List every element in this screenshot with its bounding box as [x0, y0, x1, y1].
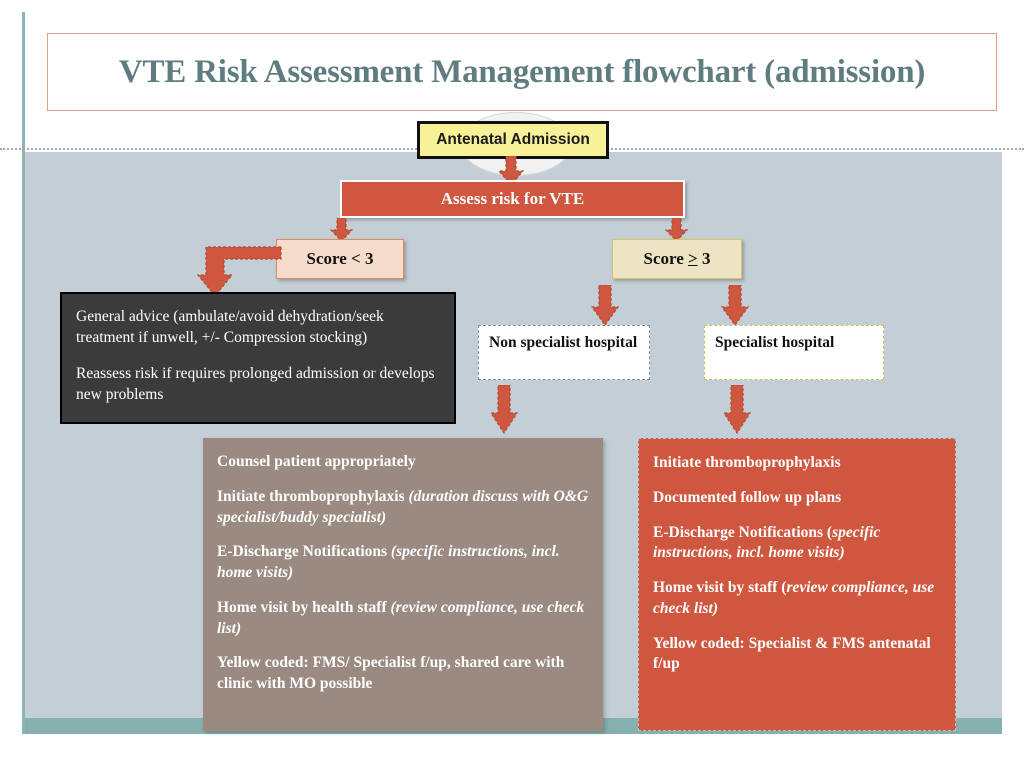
specialist-action-2: Documented follow up plans	[653, 488, 842, 506]
slide-title-box: VTE Risk Assessment Management flowchart…	[47, 33, 997, 111]
general-advice-paragraph-1: General advice (ambulate/avoid dehydrati…	[76, 308, 384, 347]
general-advice-paragraph-2: Reassess risk if requires prolonged admi…	[76, 364, 435, 404]
arrow-assess-to-score-low	[330, 218, 354, 242]
node-score-high-label: Score > 3	[643, 249, 711, 268]
node-score-low[interactable]: Score < 3	[276, 239, 404, 279]
non-specialist-action-3: E-Discharge Notifications (specific inst…	[217, 543, 560, 582]
node-general-advice[interactable]: General advice (ambulate/avoid dehydrati…	[60, 292, 456, 424]
arrow-score-high-to-non-specialist	[590, 285, 620, 327]
node-specialist-hospital-label: Specialist hospital	[715, 334, 835, 351]
arrow-score-high-to-specialist	[720, 285, 750, 327]
node-specialist-actions[interactable]: Initiate thromboprophylaxis Documented f…	[638, 438, 956, 731]
node-non-specialist-hospital-label: Non specialist hospital	[489, 334, 638, 351]
greater-equal-sign: >	[688, 249, 698, 268]
node-score-high[interactable]: Score > 3	[612, 239, 742, 279]
node-assess-risk-label: Assess risk for VTE	[440, 189, 585, 208]
node-assess-risk[interactable]: Assess risk for VTE	[340, 180, 685, 218]
specialist-action-1: Initiate thromboprophylaxis	[653, 454, 841, 471]
specialist-action-4: Home visit by staff (review compliance, …	[653, 579, 935, 617]
non-specialist-action-4: Home visit by health staff (review compl…	[217, 598, 585, 637]
node-score-low-label: Score < 3	[306, 249, 374, 268]
arrow-antenatal-to-assess	[498, 156, 524, 186]
specialist-action-5: Yellow coded: Specialist & FMS antenatal…	[653, 634, 931, 673]
arrow-specialist-to-actions	[722, 385, 752, 435]
node-non-specialist-actions[interactable]: Counsel patient appropriately Initiate t…	[203, 438, 603, 731]
non-specialist-action-5: Yellow coded: FMS/ Specialist f/up, shar…	[217, 654, 565, 693]
specialist-action-3: E-Discharge Notifications (specific inst…	[653, 523, 881, 562]
non-specialist-action-1: Counsel patient appropriately	[217, 453, 416, 470]
node-antenatal-admission[interactable]: Antenatal Admission	[417, 121, 609, 159]
arrow-score-low-to-general-advice	[196, 242, 282, 303]
node-specialist-hospital[interactable]: Specialist hospital	[704, 325, 884, 380]
node-non-specialist-hospital[interactable]: Non specialist hospital	[478, 325, 650, 380]
arrow-assess-to-score-high	[665, 218, 689, 242]
node-antenatal-admission-label: Antenatal Admission	[436, 131, 590, 148]
page-title: VTE Risk Assessment Management flowchart…	[118, 53, 926, 90]
arrow-non-specialist-to-actions	[489, 385, 519, 435]
non-specialist-action-2: Initiate thromboprophylaxis (duration di…	[217, 487, 589, 526]
